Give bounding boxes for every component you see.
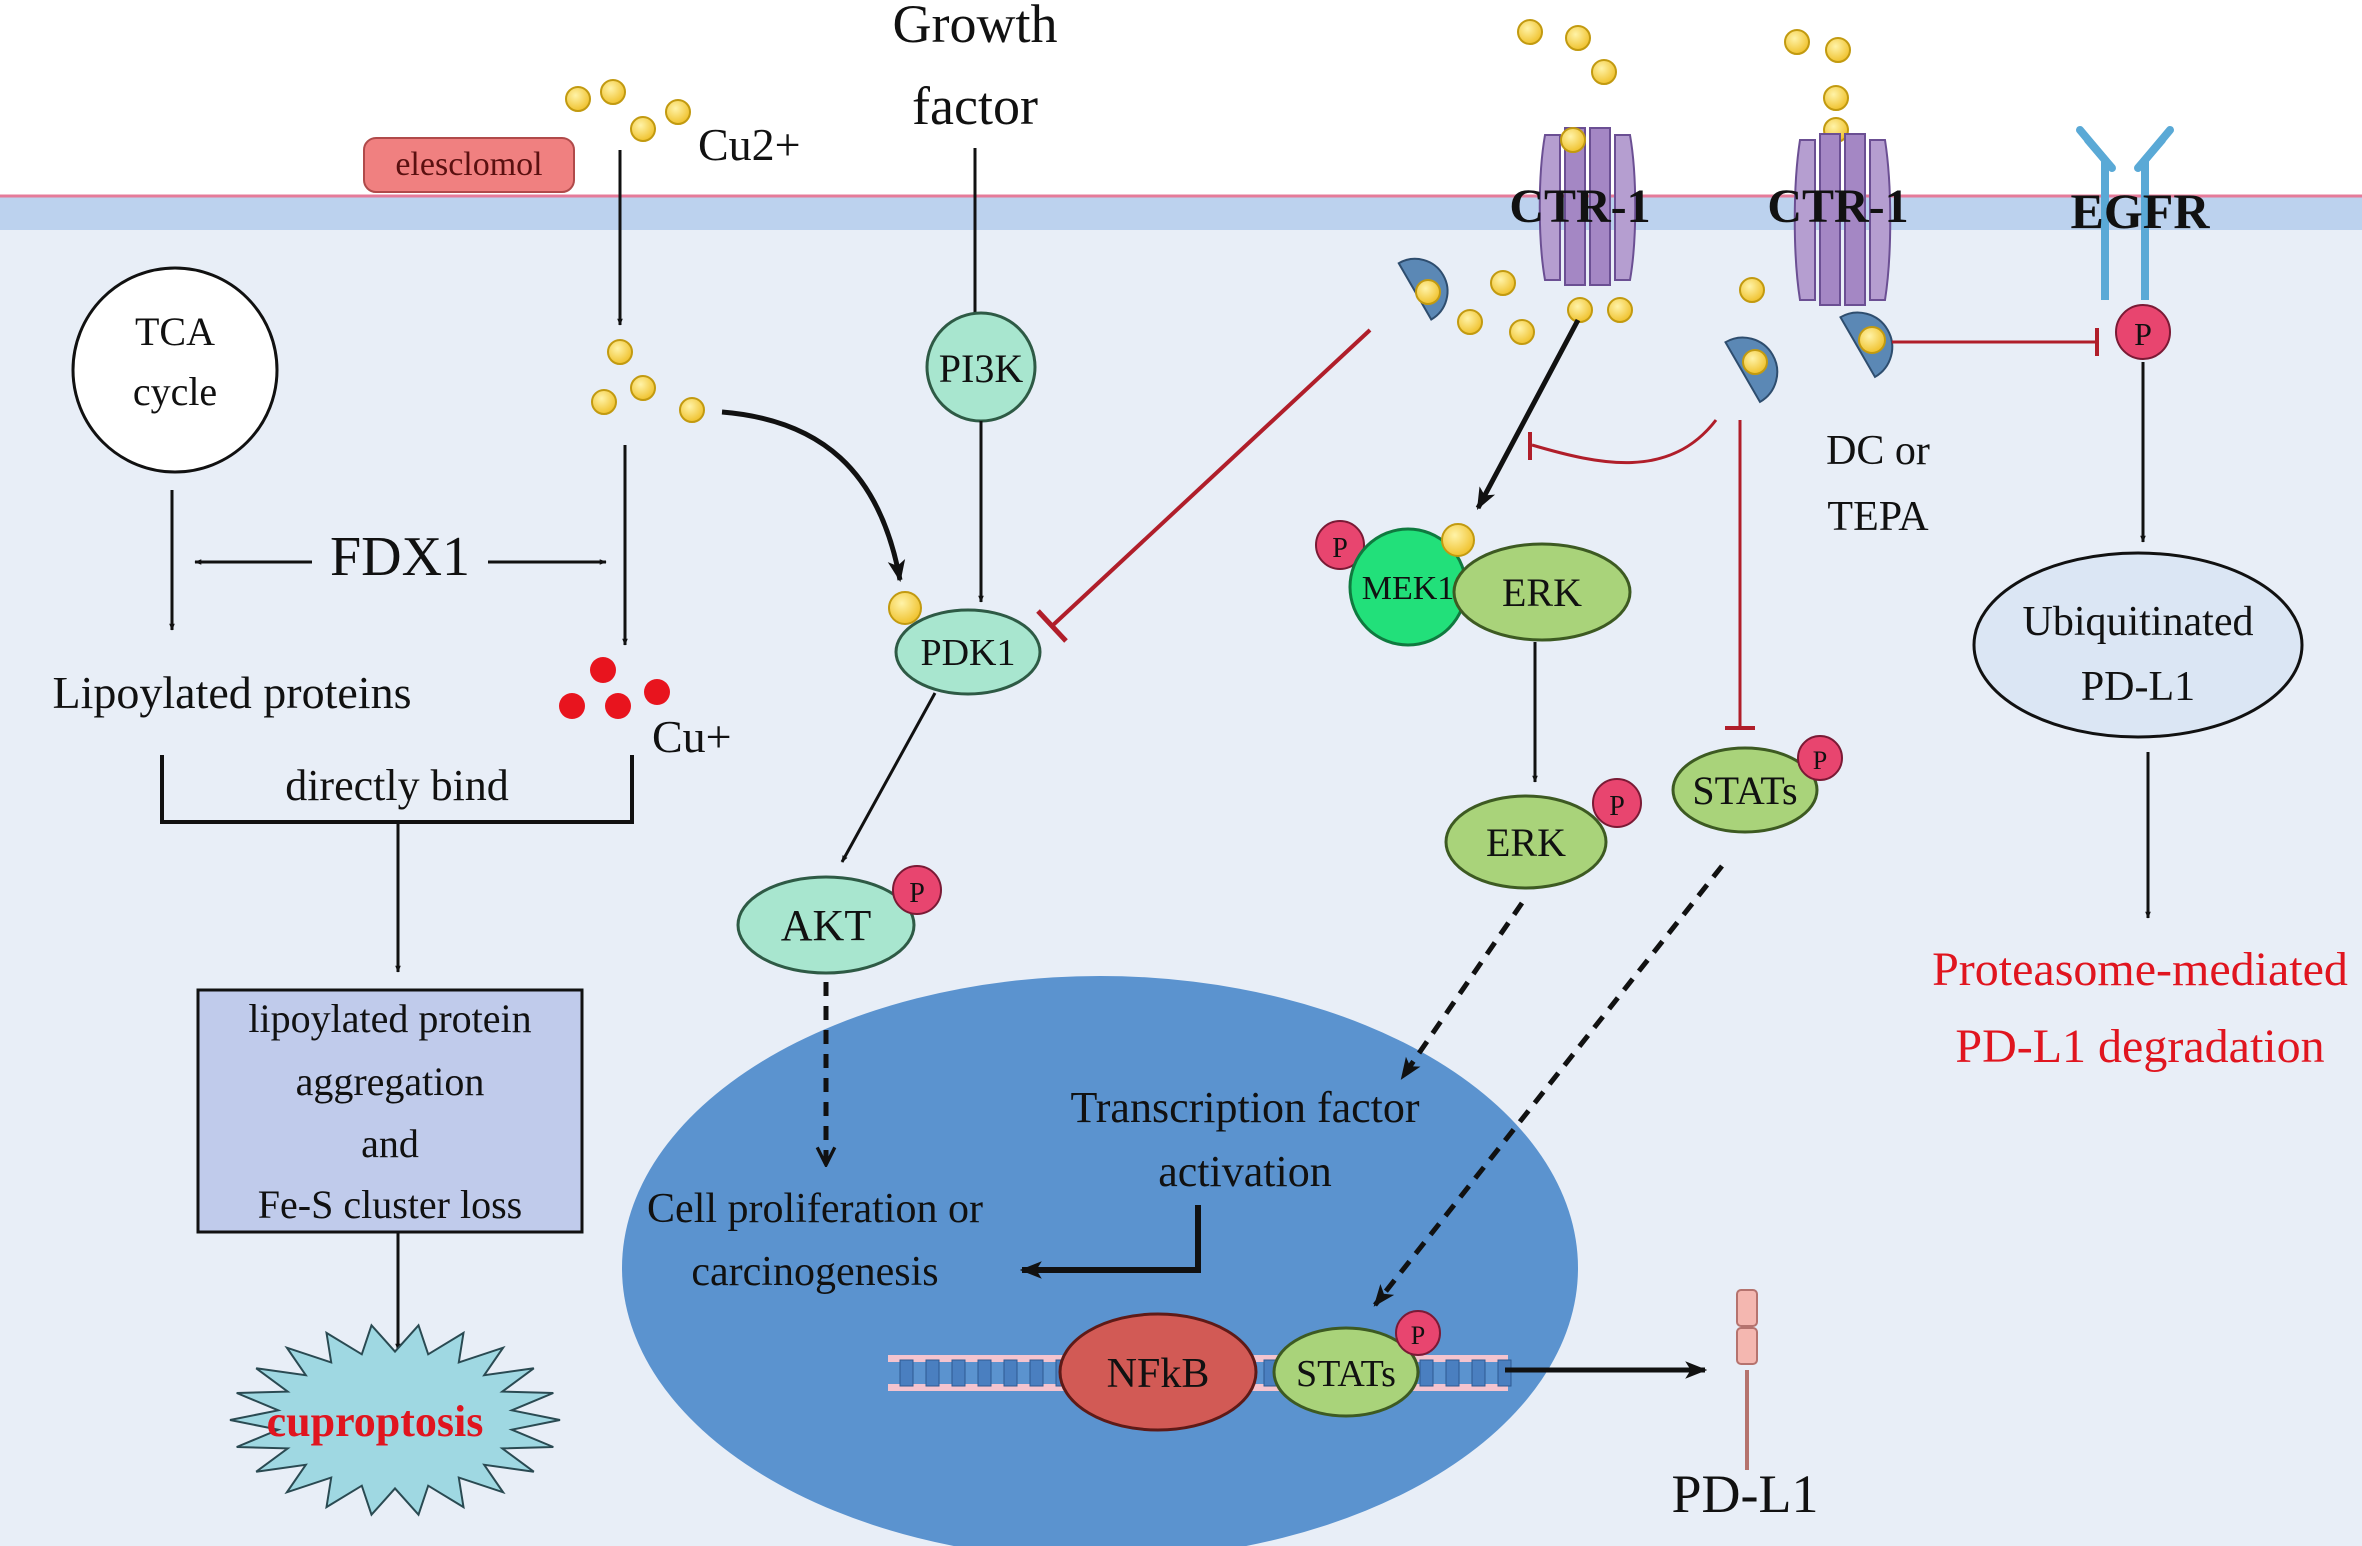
erk-phospho-label: P [1609,791,1625,822]
pdk1-node[interactable] [894,608,1042,696]
egfr-phospho-badge [2115,304,2171,360]
aggregation-line2: aggregation [296,1059,485,1104]
akt-phospho-label: P [909,878,925,909]
ctr1-left-ions [1517,19,1617,85]
ctr1-to-mek1-arrow [1475,318,1581,510]
growth-factor-line2: factor [912,76,1038,136]
cuprous-ions [559,657,670,719]
chelator-pdk1-inhibition-bar [1036,609,1068,643]
ctr1-right-transporter [1793,133,1892,306]
pdl1-label: PD-L1 [1672,1464,1819,1524]
stats-top-node[interactable] [1671,746,1819,834]
akt-phospho-badge [892,865,942,915]
extracellular-space [0,0,2362,200]
stats-top-phospho-label: P [1813,746,1827,775]
dna-rung [1471,1359,1486,1387]
dc-tepa-line2: TEPA [1827,494,1929,540]
erk-bottom-label: ERK [1486,820,1566,865]
dc-tepa-line1: DC or [1826,428,1930,474]
ubiquitinated-line2: PD-L1 [2081,664,2195,710]
chelator-middle-ion-bound [1742,349,1768,375]
pdk1-copper-ion [888,591,922,625]
chelator-middle-ion-top [1739,277,1765,303]
stats-bottom-label: STATs [1296,1353,1396,1395]
pi3k-label: PI3K [939,346,1024,391]
degradation-line1: Proteasome-mediated [1932,943,2348,996]
copper-to-pdk1-arrow [721,409,906,583]
dna-rung [977,1359,992,1387]
aggregation-line3: and [361,1121,419,1166]
egfr-phospho-label: P [2134,316,2152,352]
elesclomol-box[interactable] [363,137,575,193]
chelator-right-ion [1858,326,1886,354]
cuproptosis-burst [229,1323,561,1517]
growth-factor-line1: Growth [893,0,1058,54]
ctr1-left-label: CTR-1 [1509,180,1650,233]
stats-bottom-phospho-badge [1395,1310,1441,1356]
erk-phospho-badge [1592,778,1642,828]
dna-rung [1029,1359,1044,1387]
pdk1-label: PDK1 [920,632,1015,674]
erk-top-label: ERK [1502,570,1582,615]
aggregation-line1: lipoylated protein [248,996,531,1041]
stats-bottom-node[interactable] [1272,1326,1420,1418]
mek1-phospho-badge [1315,520,1365,570]
chelator-left-ions [1415,270,1633,345]
cell-membrane [0,196,2362,230]
fdx1-label: FDX1 [330,526,470,588]
pdl1-protein-icon [1736,1289,1758,1470]
mek1-label: MEK1 [1362,570,1455,607]
cu-plus-label: Cu+ [652,711,732,762]
erk-to-transcription-arrow [1399,901,1525,1080]
transcription-line2: activation [1158,1147,1332,1196]
nfkb-label: NFkB [1107,1351,1210,1397]
dna-rung [1419,1359,1434,1387]
erk-top-node[interactable] [1452,542,1632,642]
transcription-to-proliferation-arrow [1019,1205,1201,1279]
ctr1-left-transporter [1538,127,1637,286]
egfr-label: EGFR [2071,183,2211,239]
degradation-line2: PD-L1 degradation [1955,1020,2324,1073]
cu2-label: Cu2+ [698,119,801,170]
stats-bottom-phospho-label: P [1411,1321,1425,1350]
lipoylated-proteins-label: Lipoylated proteins [53,667,412,718]
egfr-receptor-icon [2076,126,2174,300]
directly-bind-label: directly bind [285,761,509,810]
dna-rung [1445,1359,1460,1387]
mek1-copper-ion [1441,523,1475,557]
stats-top-label: STATs [1692,768,1797,813]
tca-cycle-node[interactable] [71,266,279,474]
stats-top-phospho-badge [1797,735,1843,781]
elesclomol-label: elesclomol [395,146,542,183]
aggregation-box[interactable] [196,988,584,1234]
cuproptosis-label: cuproptosis [267,1397,484,1446]
proliferation-line2: carcinogenesis [691,1249,938,1295]
dna-rung [1003,1359,1018,1387]
dna-rung [1497,1359,1512,1387]
nfkb-node[interactable] [1058,1312,1258,1432]
ubiquitinated-line1: Ubiquitinated [2023,599,2254,645]
proliferation-line1: Cell proliferation or [647,1186,983,1232]
ctr1-right-label: CTR-1 [1767,180,1908,233]
tca-label-line2: cycle [133,369,217,414]
transcription-line1: Transcription factor [1070,1083,1419,1132]
ubiquitinated-pdl1-node[interactable] [1972,551,2304,739]
extracellular-copper-ions [565,79,691,142]
dna-rung [899,1359,914,1387]
akt-node[interactable] [736,875,916,975]
pdk1-to-akt-arrow [840,692,937,863]
mek1-phospho-label: P [1332,533,1348,564]
chelator-pdk1-inhibition-line [1050,328,1372,628]
stats-to-promoter-arrow [1373,864,1724,1307]
tca-label-line1: TCA [135,309,215,354]
erk-bottom-node[interactable] [1444,794,1608,890]
akt-label: AKT [781,901,872,950]
dna-rung [951,1359,966,1387]
aggregation-line4: Fe-S cluster loss [258,1182,522,1227]
dna-rung [925,1359,940,1387]
intracellular-copper-ions [591,339,705,423]
chelator-mek1-inhibition-line [1531,419,1718,465]
